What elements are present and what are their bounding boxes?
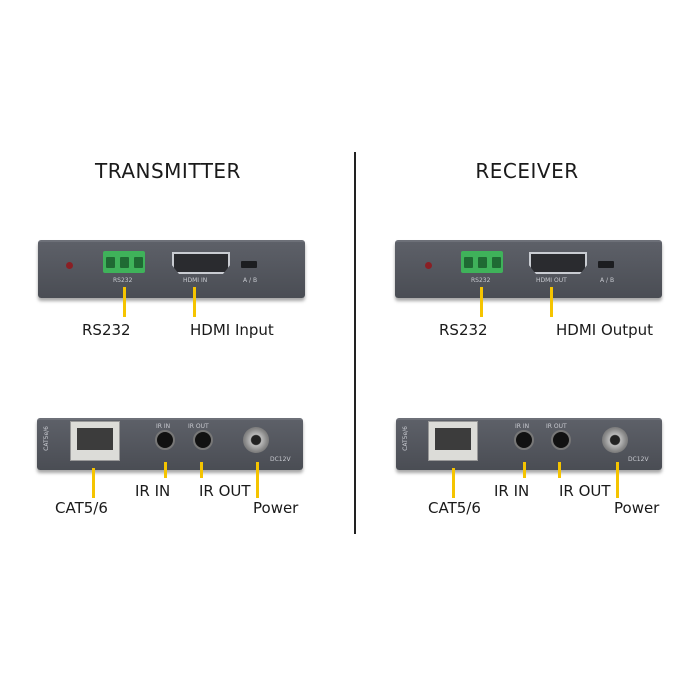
- ir-out-jack: [551, 430, 571, 450]
- hdmi-port-label: HDMI IN: [183, 277, 208, 284]
- callout-line: [558, 462, 561, 478]
- callout-line: [200, 462, 203, 478]
- callout-rs232: RS232: [439, 321, 488, 339]
- receiver-title: RECEIVER: [475, 159, 579, 183]
- cat-port-label: CAT5e/6: [43, 426, 50, 451]
- dc-port-label: DC12V: [628, 456, 649, 463]
- rs232-terminal: [103, 251, 145, 273]
- dc-power-jack: [243, 427, 269, 453]
- dc-port-label: DC12V: [270, 456, 291, 463]
- callout-line: [616, 462, 619, 498]
- callout-line: [480, 287, 483, 317]
- hdmi-port-label: HDMI OUT: [536, 277, 567, 284]
- callout-rs232: RS232: [82, 321, 131, 339]
- ab-switch-label: A / B: [243, 277, 258, 284]
- callout-line: [193, 287, 196, 317]
- cat-port-label: CAT5e/6: [402, 426, 409, 451]
- callout-cat: CAT5/6: [428, 499, 481, 517]
- callout-line: [92, 468, 95, 498]
- ir-in-jack: [155, 430, 175, 450]
- ir-in-port-label: IR IN: [156, 423, 171, 430]
- callout-power: Power: [253, 499, 299, 517]
- dc-power-jack: [602, 427, 628, 453]
- callout-hdmi-output: HDMI Output: [556, 321, 654, 339]
- ir-in-jack: [514, 430, 534, 450]
- ir-out-port-label: IR OUT: [546, 423, 567, 430]
- callout-line: [452, 468, 455, 498]
- rj45-port: [70, 421, 120, 461]
- transmitter-front-panel: [38, 240, 305, 298]
- callout-ir-out: IR OUT: [199, 482, 251, 500]
- rs232-port-label: RS232: [471, 277, 491, 284]
- callout-cat: CAT5/6: [55, 499, 108, 517]
- callout-ir-in: IR IN: [494, 482, 530, 500]
- callout-hdmi-input: HDMI Input: [190, 321, 274, 339]
- rj45-port: [428, 421, 478, 461]
- callout-line: [523, 462, 526, 478]
- ab-switch-label: A / B: [600, 277, 615, 284]
- ir-out-port-label: IR OUT: [188, 423, 209, 430]
- receiver-front-panel: [395, 240, 662, 298]
- ab-switch: [241, 261, 257, 268]
- power-led: [425, 262, 432, 269]
- callout-line: [550, 287, 553, 317]
- callout-line: [123, 287, 126, 317]
- callout-line: [164, 462, 167, 478]
- hdmi-in-port: [172, 252, 230, 274]
- transmitter-title: TRANSMITTER: [95, 159, 241, 183]
- ir-out-jack: [193, 430, 213, 450]
- callout-power: Power: [614, 499, 660, 517]
- callout-ir-in: IR IN: [135, 482, 171, 500]
- rs232-terminal: [461, 251, 503, 273]
- ab-switch: [598, 261, 614, 268]
- ir-in-port-label: IR IN: [515, 423, 530, 430]
- callout-ir-out: IR OUT: [559, 482, 611, 500]
- callout-line: [256, 462, 259, 498]
- hdmi-out-port: [529, 252, 587, 274]
- divider: [354, 152, 356, 534]
- power-led: [66, 262, 73, 269]
- rs232-port-label: RS232: [113, 277, 133, 284]
